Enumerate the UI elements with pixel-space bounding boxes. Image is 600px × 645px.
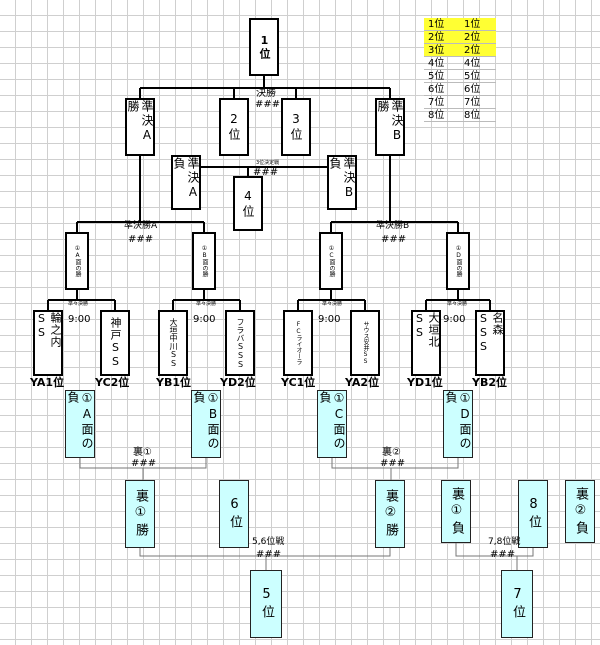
- rank-cell: 8位: [460, 108, 496, 122]
- fifth-sixth-match-label: 5,6位戦: [252, 537, 285, 547]
- match-time: 9:00: [443, 314, 466, 325]
- rank-cell: 2位: [424, 30, 460, 44]
- team-box: 神戸SS: [100, 310, 130, 376]
- rank-cell: 3位: [424, 43, 460, 57]
- quarterfinal-label: 準々決勝: [196, 301, 217, 307]
- semi-b-winner-box: 準決B勝: [375, 98, 405, 156]
- b-winner-box: ①B面の勝: [192, 232, 216, 290]
- ura2-score: ###: [380, 458, 406, 469]
- quarterfinal-label: 準々決勝: [322, 301, 343, 307]
- rank-cell: 8位: [424, 108, 460, 122]
- rank-cell: 1位: [460, 18, 496, 31]
- a-loser-box: ①A面の負: [65, 390, 95, 458]
- rank-cell: 6位: [460, 82, 496, 96]
- team-box: 大垣中川SS: [158, 310, 188, 376]
- seed-label: YD2位: [220, 376, 256, 389]
- ura2-loser-box: 裏②負: [565, 480, 595, 543]
- sixth-place-box: 6位: [219, 480, 249, 548]
- rank-cell: 4位: [424, 56, 460, 70]
- final-score: ###: [255, 99, 281, 110]
- team-box: サウス安井SS: [350, 310, 380, 376]
- third-place-match-label: 3位決定戦: [256, 160, 280, 166]
- rank-cell: 1位: [424, 18, 460, 31]
- quarterfinal-label: 準々決勝: [447, 301, 468, 307]
- rank-cell: 6位: [424, 82, 460, 96]
- seed-label: YC1位: [281, 376, 316, 389]
- seed-label: YA1位: [30, 376, 65, 389]
- quarterfinal-label: 準々決勝: [68, 301, 89, 307]
- semi-a-loser-box: 準決A負: [171, 155, 201, 210]
- first-place-box: 1位: [249, 18, 279, 76]
- third-place-score: ###: [253, 167, 279, 178]
- fourth-place-box: 4位: [233, 176, 263, 231]
- team-box: 輪之内SS: [33, 310, 63, 376]
- team-box: 名森SSS: [475, 310, 505, 376]
- team-box: FCライオーラ: [283, 310, 313, 376]
- ura2-winner-box: 裏②勝: [375, 480, 405, 548]
- semi-b-loser-box: 準決B負: [327, 155, 357, 210]
- fifth-sixth-score: ###: [256, 549, 282, 560]
- rank-cell: 2位: [460, 43, 496, 57]
- rank-cell: 2位: [460, 30, 496, 44]
- seed-label: YB1位: [156, 376, 192, 389]
- semi-b-label: 準決勝B: [376, 221, 410, 231]
- semi-a-label: 準決勝A: [124, 221, 158, 231]
- c-winner-box: ①C面の勝: [319, 232, 343, 290]
- ura1-loser-box: 裏①負: [441, 480, 471, 543]
- rank-cell: 7位: [424, 95, 460, 109]
- rank-cell: 7位: [460, 95, 496, 109]
- team-box: 大垣北SS: [411, 310, 441, 376]
- ura1-score: ###: [131, 458, 157, 469]
- semi-b-score: ###: [381, 234, 407, 245]
- rank-cell: 5位: [424, 69, 460, 83]
- second-place-box: 2位: [219, 98, 249, 156]
- seed-label: YA2位: [345, 376, 380, 389]
- match-time: 9:00: [68, 314, 91, 325]
- seed-label: YD1位: [407, 376, 443, 389]
- seventh-eighth-score: ###: [490, 549, 516, 560]
- ura1-label: 裏①: [133, 447, 152, 458]
- fifth-place-box: 5位: [250, 570, 282, 638]
- final-label: 決勝: [256, 88, 276, 99]
- match-time: 9:00: [193, 314, 216, 325]
- seventh-eighth-match-label: 7,8位戦: [488, 537, 521, 547]
- rank-cell: 5位: [460, 69, 496, 83]
- team-box: フラバSSS: [225, 310, 255, 376]
- third-place-box: 3位: [281, 98, 311, 156]
- semi-a-score: ###: [128, 234, 154, 245]
- b-loser-box: ①B面の負: [191, 390, 221, 458]
- a-winner-box: ①A面の勝: [65, 232, 89, 290]
- seed-label: YC2位: [95, 376, 130, 389]
- ura2-label: 裏②: [382, 447, 401, 458]
- c-loser-box: ①C面の負: [317, 390, 347, 458]
- match-time: 9:00: [318, 314, 341, 325]
- ura1-winner-box: 裏①勝: [125, 480, 155, 548]
- d-loser-box: ①D面の負: [443, 390, 473, 458]
- eighth-place-box: 8位: [518, 480, 548, 548]
- d-winner-box: ①D面の勝: [446, 232, 470, 290]
- semi-a-winner-box: 準決A勝: [125, 98, 155, 156]
- rank-cell: 4位: [460, 56, 496, 70]
- seed-label: YB2位: [472, 376, 508, 389]
- seventh-place-box: 7位: [501, 570, 533, 638]
